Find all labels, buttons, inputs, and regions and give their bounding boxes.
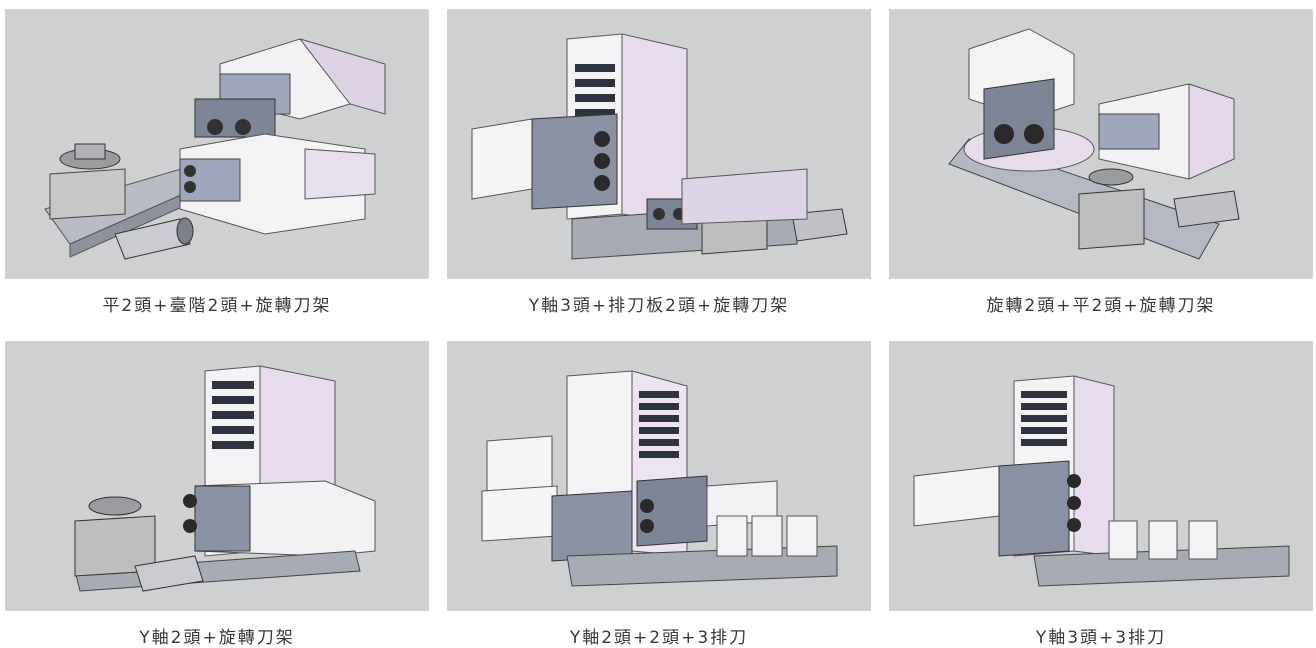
gallery-image-6[interactable] [889, 341, 1313, 611]
machine-model-illustration [74, 365, 376, 592]
gallery-image-2[interactable] [447, 9, 871, 279]
machine-model-illustration [481, 370, 838, 587]
gallery-card-2[interactable]: Y軸3頭+排刀板2頭+旋轉刀架 [447, 9, 871, 316]
gallery-card-4[interactable]: Y軸2頭+旋轉刀架 [5, 341, 429, 648]
machine-model-illustration [913, 375, 1290, 587]
gallery-image-4[interactable] [5, 341, 429, 611]
gallery-caption-2: Y軸3頭+排刀板2頭+旋轉刀架 [528, 296, 790, 316]
gallery-image-3[interactable] [889, 9, 1313, 279]
machine-model-illustration [471, 33, 848, 260]
gallery-card-1[interactable]: 平2頭+臺階2頭+旋轉刀架 [5, 9, 429, 316]
gallery-caption-6: Y軸3頭+3排刀 [1035, 628, 1167, 648]
gallery-caption-1: 平2頭+臺階2頭+旋轉刀架 [102, 296, 332, 316]
machine-model-illustration [948, 28, 1240, 260]
gallery-caption-4: Y軸2頭+旋轉刀架 [139, 628, 295, 648]
gallery-card-3[interactable]: 旋轉2頭+平2頭+旋轉刀架 [889, 9, 1313, 316]
gallery-image-1[interactable] [5, 9, 429, 279]
gallery-caption-3: 旋轉2頭+平2頭+旋轉刀架 [986, 296, 1216, 316]
gallery-card-5[interactable]: Y軸2頭+2頭+3排刀 [447, 341, 871, 648]
machine-model-illustration [44, 38, 386, 260]
gallery-card-6[interactable]: Y軸3頭+3排刀 [889, 341, 1313, 648]
gallery-image-5[interactable] [447, 341, 871, 611]
gallery-caption-5: Y軸2頭+2頭+3排刀 [569, 628, 749, 648]
